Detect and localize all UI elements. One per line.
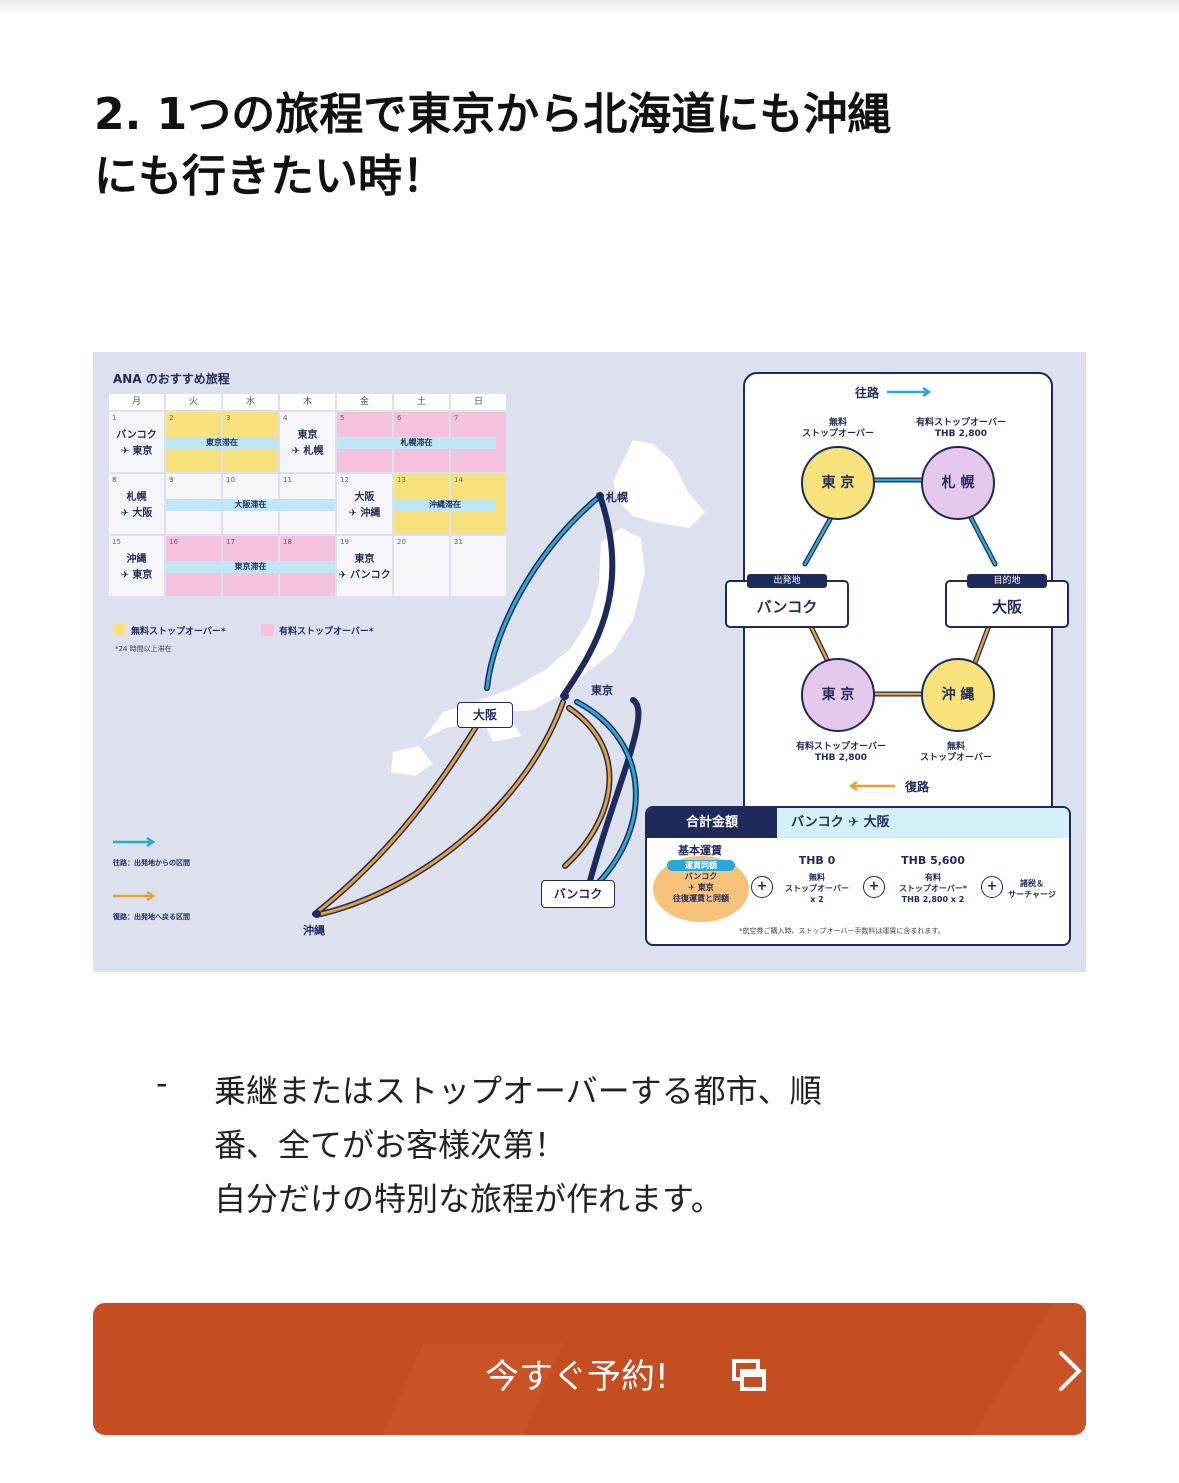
- day-cell: 4 東京✈ 札幌: [280, 412, 335, 472]
- legend-paid-label: 有料ストップオーバー*: [279, 627, 374, 637]
- map-label-osaka: 大阪: [457, 702, 513, 728]
- legend-note: *24 時間以上滞在: [115, 645, 172, 653]
- weekday-sat: 土: [394, 394, 449, 410]
- route-arrows: [800, 386, 998, 792]
- weekday-fri: 金: [337, 394, 392, 410]
- total-note: *航空券ご購入時、ストップオーバー手数料は運賃に含まれます。: [739, 927, 945, 935]
- new-window-icon: [732, 1359, 766, 1391]
- map-label-tokyo: 東京: [591, 684, 613, 697]
- calendar-week-2: 8 札幌✈ 大阪 9 10 11 12 大阪✈ 沖縄 13 14 大阪滞在 沖縄…: [109, 474, 506, 534]
- node-tokyo-return: 東 京: [801, 658, 875, 732]
- destination-box: 目的地 大阪: [945, 574, 1069, 628]
- node-okinawa: 沖 縄: [921, 658, 995, 732]
- button-decoration: [383, 1303, 1086, 1435]
- stay-bar-tokyo: 東京滞在: [166, 437, 278, 449]
- origin-box: 出発地 バンコク: [725, 574, 849, 628]
- weekday-tue: 火: [166, 394, 221, 410]
- heading-line-2: にも行きたい時！: [94, 151, 446, 202]
- heading-line-1: 2. 1つの旅程で東京から北海道にも沖縄: [94, 89, 892, 140]
- day-cell: 15 沖縄✈ 東京: [109, 536, 164, 596]
- legend-outbound-arrow-label: 往路：出発地からの区間: [113, 859, 190, 867]
- legend-return-arrow-label: 復路：出発地へ戻る区間: [113, 913, 190, 921]
- plus-icon: +: [751, 876, 773, 898]
- map-label-bangkok: バンコク: [541, 880, 615, 908]
- legend-swatch-paid: [261, 624, 273, 636]
- calendar-weekday-row: 月 火 水 木 金 土 日: [109, 394, 506, 410]
- stay-bar-sapporo: 札幌滞在: [337, 437, 496, 449]
- base-fare-badge-text: 運賃同額 バンコク ✈ 東京 往復運賃と同額: [655, 860, 747, 904]
- free-stopover-label-return: 無料ストップオーバー: [920, 742, 992, 763]
- book-now-button[interactable]: 今すぐ予約!: [93, 1303, 1086, 1435]
- outbound-label: 往路: [855, 386, 880, 400]
- stay-bar-tokyo-2: 東京滞在: [166, 561, 335, 573]
- book-now-label: 今すぐ予約!: [485, 1357, 669, 1397]
- itinerary-calendar: 月 火 水 木 金 土 日 1 バンコク✈ 東京 2 3 4 東京✈ 札幌 5 …: [109, 394, 506, 596]
- stay-bar-okinawa: 沖縄滞在: [394, 499, 496, 511]
- paid-stopover-price: THB 5,600: [901, 854, 965, 867]
- return-label: 復路: [905, 780, 930, 794]
- free-stopover-price: THB 0: [798, 854, 836, 867]
- weekday-wed: 水: [223, 394, 278, 410]
- plus-icon: +: [981, 876, 1003, 898]
- outbound-arrows: [485, 494, 638, 892]
- calendar-week-3: 15 沖縄✈ 東京 16 17 18 19 東京✈ バンコク 20 21 東京滞…: [109, 536, 506, 596]
- plus-icon: +: [863, 876, 885, 898]
- taxes-label: 諸税＆サーチャージ: [1008, 879, 1056, 899]
- weekday-mon: 月: [109, 394, 164, 410]
- itinerary-infographic: ANA のおすすめ旅程 月 火 水 木 金 土 日 1 バンコク✈ 東京 2 3…: [93, 352, 1086, 972]
- top-shadow-bar: [0, 0, 1179, 16]
- total-price-panel: 合計金額 バンコク ✈ 大阪 基本運賃 運賃同額 バンコク ✈ 東京 往復運賃と…: [645, 806, 1071, 946]
- legend-swatch-free: [113, 624, 125, 636]
- list-bullet: -: [156, 1064, 168, 1102]
- paid-stopover-desc: 有料ストップオーバー*THB 2,800 x 2: [898, 873, 968, 904]
- description-line-2: 番、全てがお客様次第！: [214, 1126, 567, 1164]
- day-cell: 1 バンコク✈ 東京: [109, 412, 164, 472]
- total-title: 合計金額: [647, 808, 777, 838]
- day-cell: 8 札幌✈ 大阪: [109, 474, 164, 534]
- calendar-week-1: 1 バンコク✈ 東京 2 3 4 東京✈ 札幌 5 6 7 東京滞在 札幌滞在: [109, 412, 506, 472]
- stay-bar-osaka: 大阪滞在: [166, 499, 335, 511]
- description-line-1: 乗継またはストップオーバーする都市、順: [214, 1072, 822, 1110]
- description-text: 乗継またはストップオーバーする都市、順 番、全てがお客様次第！ 自分だけの特別な…: [214, 1064, 1034, 1226]
- day-cell: 21: [451, 536, 506, 596]
- chevron-right-icon: [1059, 1351, 1082, 1391]
- description-line-3: 自分だけの特別な旅程が作れます。: [214, 1180, 723, 1218]
- free-stopover-label: 無料ストップオーバー: [802, 418, 874, 439]
- day-cell: 19 東京✈ バンコク: [337, 536, 392, 596]
- map-label-sapporo: 札幌: [606, 491, 628, 504]
- legend-free-label: 無料ストップオーバー*: [131, 627, 226, 637]
- node-tokyo-outbound: 東 京: [801, 446, 875, 520]
- day-cell: 20: [394, 536, 449, 596]
- section-heading: 2. 1つの旅程で東京から北海道にも沖縄 にも行きたい時！: [94, 84, 1094, 208]
- japan-map: [113, 440, 705, 918]
- total-route: バンコク ✈ 大阪: [777, 808, 1069, 838]
- calendar-title: ANA のおすすめ旅程: [113, 372, 230, 386]
- weekday-sun: 日: [451, 394, 506, 410]
- node-sapporo: 札 幌: [921, 446, 995, 520]
- return-arrows: [313, 700, 611, 916]
- map-label-okinawa: 沖縄: [303, 924, 325, 937]
- weekday-thu: 木: [280, 394, 335, 410]
- day-cell: 12 大阪✈ 沖縄: [337, 474, 392, 534]
- base-fare-label: 基本運賃: [678, 844, 722, 857]
